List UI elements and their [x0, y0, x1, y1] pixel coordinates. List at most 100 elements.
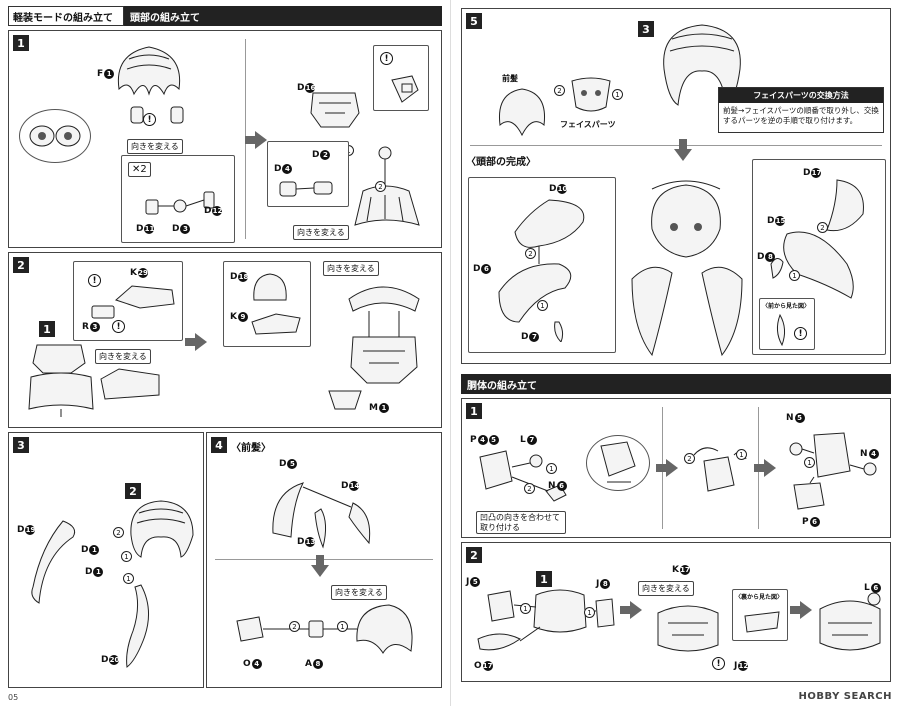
note-change-direction: 向きを変える [638, 581, 694, 596]
dress-body-illustration [354, 146, 420, 226]
head-assembly-illustration [348, 286, 420, 384]
step-marker-2: 2 [524, 483, 535, 494]
torso-parts-illustration [479, 450, 567, 502]
note-change-direction-2: 向きを変える [323, 261, 379, 276]
complete-head-illustration [631, 180, 743, 357]
step-number: 2 [13, 257, 29, 273]
step-marker-1: 1 [337, 621, 348, 632]
flow-arrow-down [674, 139, 692, 161]
flow-arrow [656, 459, 678, 477]
step-number: 1 [13, 35, 29, 51]
front-view-inset: 〈前から見た図〉 ! [759, 298, 815, 350]
page-number: 05 [8, 693, 19, 702]
step5-panel: 5 3 前髪 2 1 フェイスパーツ フェイスパーツの交換方法 前髪→フェイスパ… [461, 8, 891, 364]
step-number: 1 [466, 403, 482, 419]
step-marker-2: 2 [684, 453, 695, 464]
note-change-direction: 向きを変える [331, 585, 387, 600]
reference-step: 1 [536, 571, 552, 587]
step-marker-2: 2 [113, 527, 124, 538]
step-number: 5 [466, 13, 482, 29]
face-part-illustration [328, 390, 362, 410]
section-header-torso: 胴体の組み立て [461, 374, 891, 394]
step-marker-2: 2 [554, 85, 565, 96]
joint-parts-illustration [130, 106, 184, 124]
detail-inset [19, 109, 91, 163]
step-number: 2 [466, 547, 482, 563]
info-title: フェイスパーツの交換方法 [719, 88, 883, 103]
collar-assembled-illustration [100, 368, 160, 400]
bangs-part-illustration [498, 88, 546, 137]
note-change-direction: 向きを変える [127, 139, 183, 154]
step-marker-1: 1 [537, 300, 548, 311]
section-header-head-assembly: 頭部の組み立て [124, 6, 442, 26]
head-hair-part-illustration [117, 46, 181, 96]
caution-detail-inset: ! [373, 45, 429, 111]
step-marker-1: 1 [121, 551, 132, 562]
flow-arrow [245, 131, 267, 149]
flow-arrow [754, 459, 776, 477]
caution-icon: ! [112, 320, 125, 333]
torso-rear-illustration [657, 605, 719, 652]
flow-arrow [620, 601, 642, 619]
bangs-parts-illustration [272, 482, 371, 549]
section-header-light-mode: 軽装モードの組み立て [8, 6, 124, 26]
step-marker-2: 2 [525, 248, 536, 259]
note-align-bumps: 凹凸の向きを合わせて取り付ける [476, 511, 566, 535]
flow-arrow [790, 601, 812, 619]
label-face-parts: フェイスパーツ [560, 120, 616, 129]
note-change-direction: 向きを変える [95, 349, 151, 364]
right-page: 5 3 前髪 2 1 フェイスパーツ フェイスパーツの交換方法 前髪→フェイスパ… [450, 0, 900, 706]
step-number: 3 [13, 437, 29, 453]
label-bangs: 前髪 [502, 74, 518, 83]
face-swap-info-box: フェイスパーツの交換方法 前髪→フェイスパーツの順番で取り外し、交換するパーツを… [718, 87, 884, 133]
bangs-assembly-illustration [236, 604, 413, 654]
step-marker-2: 2 [289, 621, 300, 632]
caution-icon: ! [712, 657, 725, 670]
step-marker-1b: 1 [584, 607, 595, 618]
step-marker-1: 1 [612, 89, 623, 100]
step1-result-illustration [28, 344, 94, 417]
caution-icon: ! [794, 327, 807, 340]
back-view-caption: 〈裏から見た図〉 [735, 594, 784, 601]
